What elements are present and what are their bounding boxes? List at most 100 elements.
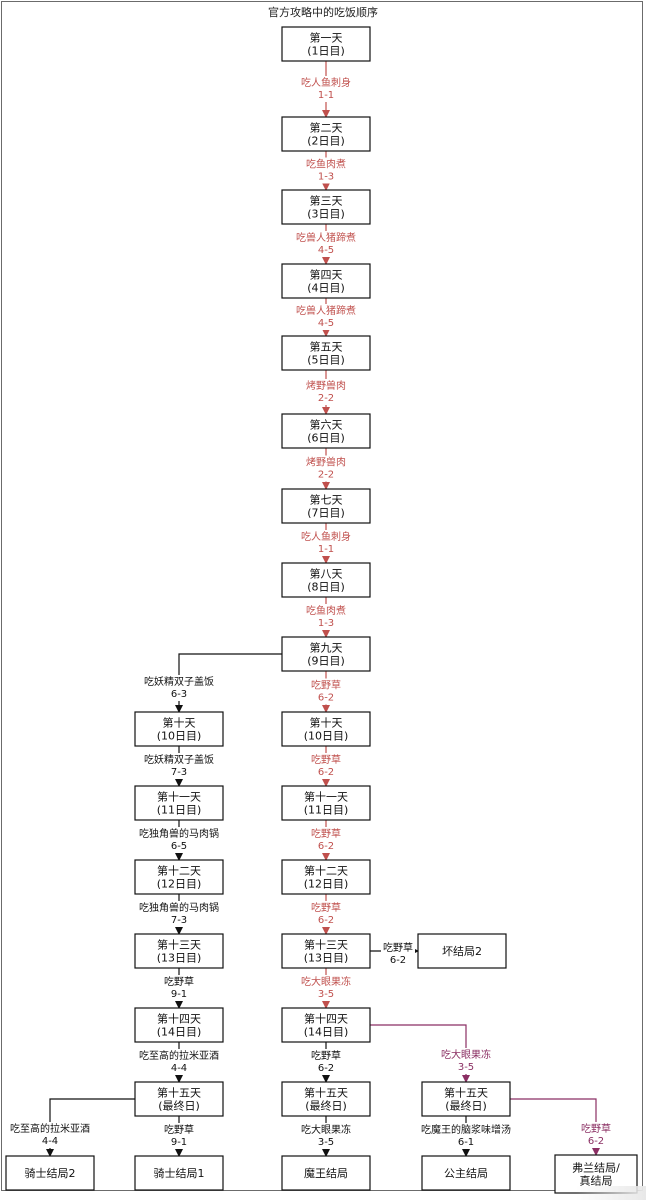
edge-label-text: 吃魔王的脑浆味增汤 (421, 1123, 511, 1136)
node-m13: 第十三天(13日目) (281, 933, 371, 969)
node-label: (5日目) (307, 354, 345, 367)
node-box (281, 189, 371, 225)
node-label: 第一天 (310, 31, 343, 45)
diagram-title: 官方攻略中的吃饭顺序 (268, 6, 378, 19)
edge-label-code: 6-2 (588, 1136, 604, 1147)
node-label: 第五天 (310, 340, 343, 354)
node-label: 第九天 (310, 641, 343, 655)
edge-label-text: 吃独角兽的马肉锅 (139, 901, 219, 914)
node-box (281, 413, 371, 449)
node-d5: 第五天(5日目) (281, 335, 371, 371)
node-label: 第十一天 (304, 790, 348, 804)
node-label: 坏结局2 (442, 945, 482, 958)
edge-label-code: 6-3 (171, 689, 187, 700)
edge-label-code: 1-3 (318, 618, 334, 629)
node-l15: 第十五天(最终日) (134, 1081, 224, 1117)
node-label: (13日目) (304, 952, 349, 965)
edge-label-text: 吃大眼果冻 (441, 1048, 491, 1061)
node-label: (最终日) (158, 1099, 200, 1113)
node-label: 第十二天 (157, 864, 201, 878)
node-label: 魔王结局 (304, 1166, 348, 1180)
node-label: 第十四天 (157, 1012, 201, 1026)
node-label: 真结局 (580, 1174, 613, 1188)
node-m14: 第十四天(14日目) (281, 1007, 371, 1043)
edge-label-code: 4-4 (42, 1136, 58, 1147)
edge-label-code: 6-2 (318, 693, 334, 704)
node-box (281, 636, 371, 672)
node-box (281, 488, 371, 524)
node-l14: 第十四天(14日目) (134, 1007, 224, 1043)
node-box (281, 116, 371, 152)
edge-label-code: 2-2 (318, 393, 334, 404)
edge-label-text: 吃人鱼刺身 (301, 530, 351, 543)
node-label: 第十五天 (157, 1086, 201, 1100)
node-d1: 第一天(1日目) (281, 26, 371, 62)
edge-label-code: 6-2 (318, 841, 334, 852)
node-label: 第二天 (310, 121, 343, 135)
edge-label-code: 7-3 (171, 915, 187, 926)
node-box (421, 1081, 511, 1117)
node-d4: 第四天(4日目) (281, 263, 371, 299)
node-k1: 骑士结局1 (134, 1155, 224, 1191)
edge-label-text: 烤野兽肉 (306, 456, 346, 469)
edge-label-code: 6-2 (318, 915, 334, 926)
edge-label-code: 3-5 (318, 1137, 334, 1148)
node-d7: 第七天(7日目) (281, 488, 371, 524)
node-demon: 魔王结局 (281, 1155, 371, 1191)
node-box (417, 933, 507, 969)
node-box (134, 785, 224, 821)
edge-label-code: 1-3 (318, 172, 334, 183)
edge-label-code: 2-2 (318, 470, 334, 481)
node-l10: 第十天(10日目) (134, 711, 224, 747)
node-label: 第三天 (310, 194, 343, 208)
node-label: 第八天 (310, 567, 343, 581)
edge-label-text: 吃独角兽的马肉锅 (139, 827, 219, 840)
node-d9: 第九天(9日目) (281, 636, 371, 672)
node-label: 第十五天 (304, 1086, 348, 1100)
node-label: (10日目) (157, 730, 202, 743)
node-label: 弗兰结局/ (572, 1161, 620, 1175)
edge-label-code: 6-1 (458, 1137, 474, 1148)
node-label: (14日目) (157, 1026, 202, 1039)
node-label: 公主结局 (444, 1167, 488, 1180)
node-d8: 第八天(8日目) (281, 562, 371, 598)
edge-label-text: 吃大眼果冻 (301, 1123, 351, 1136)
edge-label-text: 吃野草 (164, 975, 194, 988)
node-label: (3日目) (307, 208, 345, 221)
node-box (134, 1007, 224, 1043)
node-d3: 第三天(3日目) (281, 189, 371, 225)
node-box (281, 562, 371, 598)
node-box (281, 1007, 371, 1043)
node-box (281, 26, 371, 62)
edge-label-text: 吃野草 (311, 1049, 341, 1062)
node-label: 第十五天 (444, 1086, 488, 1100)
node-m11: 第十一天(11日目) (281, 785, 371, 821)
edge-label-code: 7-3 (171, 767, 187, 778)
node-label: (6日目) (307, 432, 345, 445)
edge-label-text: 吃兽人猪蹄煮 (296, 304, 356, 317)
node-label: (1日目) (307, 45, 345, 58)
edge-label-code: 4-4 (171, 1063, 187, 1074)
node-box (281, 335, 371, 371)
node-l11: 第十一天(11日目) (134, 785, 224, 821)
node-label: 第十三天 (304, 938, 348, 952)
edge-label-code: 6-2 (318, 1063, 334, 1074)
node-d2: 第二天(2日目) (281, 116, 371, 152)
edge-label-text: 吃兽人猪蹄煮 (296, 231, 356, 244)
node-box (134, 859, 224, 895)
edge-label-code: 3-5 (458, 1062, 474, 1073)
edge-label-text: 吃野草 (311, 827, 341, 840)
node-label: (7日目) (307, 507, 345, 520)
node-label: 第十三天 (157, 938, 201, 952)
